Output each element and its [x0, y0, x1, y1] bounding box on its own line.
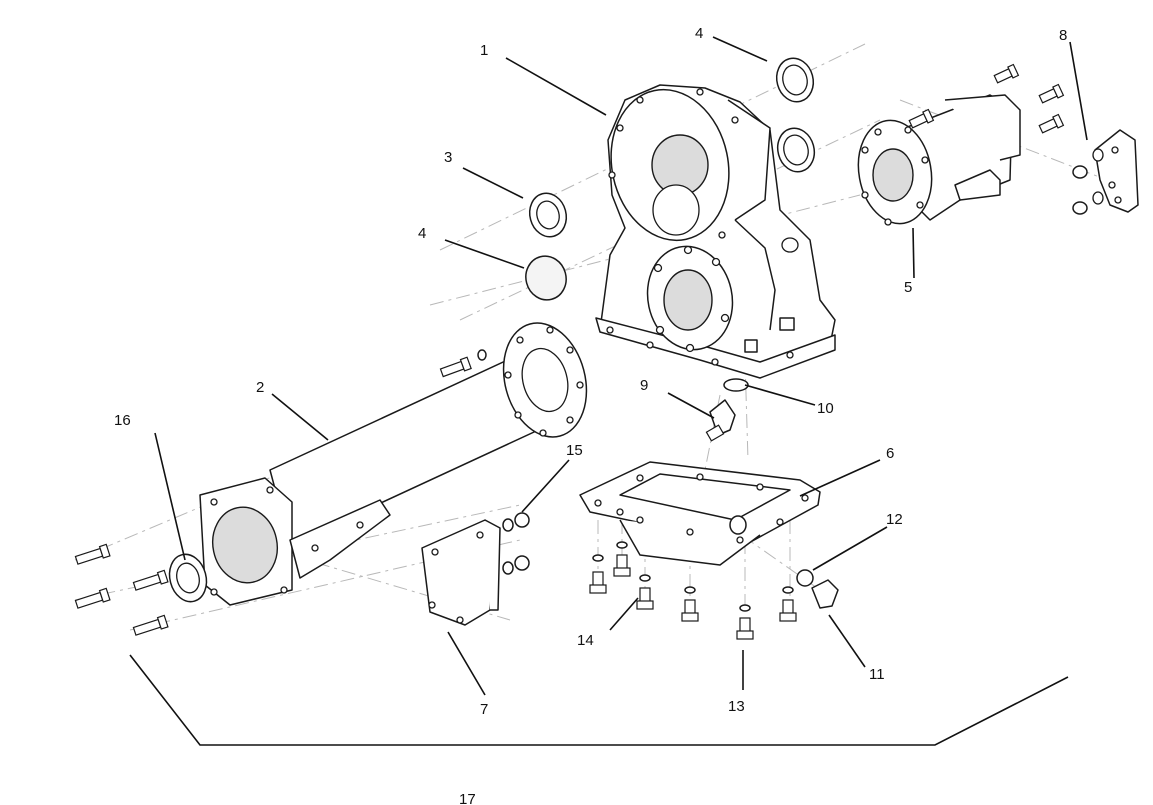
callout-3: 3 — [444, 149, 452, 166]
callout-14: 14 — [577, 632, 594, 649]
seal-second — [776, 127, 816, 173]
plug-4 — [525, 255, 567, 301]
gearbox-housing — [595, 84, 836, 379]
nuts-15 — [502, 512, 530, 575]
callout-4-top: 4 — [695, 25, 703, 42]
seal-3 — [528, 192, 568, 238]
bracket-7 — [421, 519, 501, 626]
oil-pan-6 — [579, 461, 821, 566]
plug-9 — [705, 399, 736, 442]
callout-16: 16 — [114, 412, 131, 429]
left-bolts — [74, 543, 169, 636]
leader-lines — [129, 36, 1088, 746]
callout-10: 10 — [817, 400, 834, 417]
callout-5: 5 — [904, 279, 912, 296]
callout-labels: 1 2 3 4 4 5 6 7 8 9 10 11 12 13 14 15 16… — [114, 25, 1067, 805]
callout-9: 9 — [640, 377, 648, 394]
axle-tube-2 — [199, 322, 588, 606]
callout-11: 11 — [869, 666, 885, 683]
seal-16 — [168, 553, 208, 603]
plug-11 — [811, 579, 839, 609]
flange-housing-5 — [857, 94, 1021, 226]
callout-13: 13 — [728, 698, 745, 715]
flange-bolts — [908, 63, 1065, 134]
callout-8: 8 — [1059, 27, 1067, 44]
tube-bolt — [439, 349, 487, 378]
pan-bolts — [589, 541, 797, 640]
washer-10 — [723, 378, 749, 392]
callout-15: 15 — [566, 442, 583, 459]
callout-2: 2 — [256, 379, 264, 396]
bracket-8 — [1072, 129, 1139, 215]
callout-12: 12 — [886, 511, 903, 528]
callout-1: 1 — [480, 42, 488, 59]
callout-7: 7 — [480, 701, 488, 718]
washer-12 — [796, 569, 814, 587]
callout-6: 6 — [886, 445, 894, 462]
callout-4-left: 4 — [418, 225, 426, 242]
seal-top-4 — [775, 57, 815, 103]
callout-17: 17 — [459, 791, 476, 805]
